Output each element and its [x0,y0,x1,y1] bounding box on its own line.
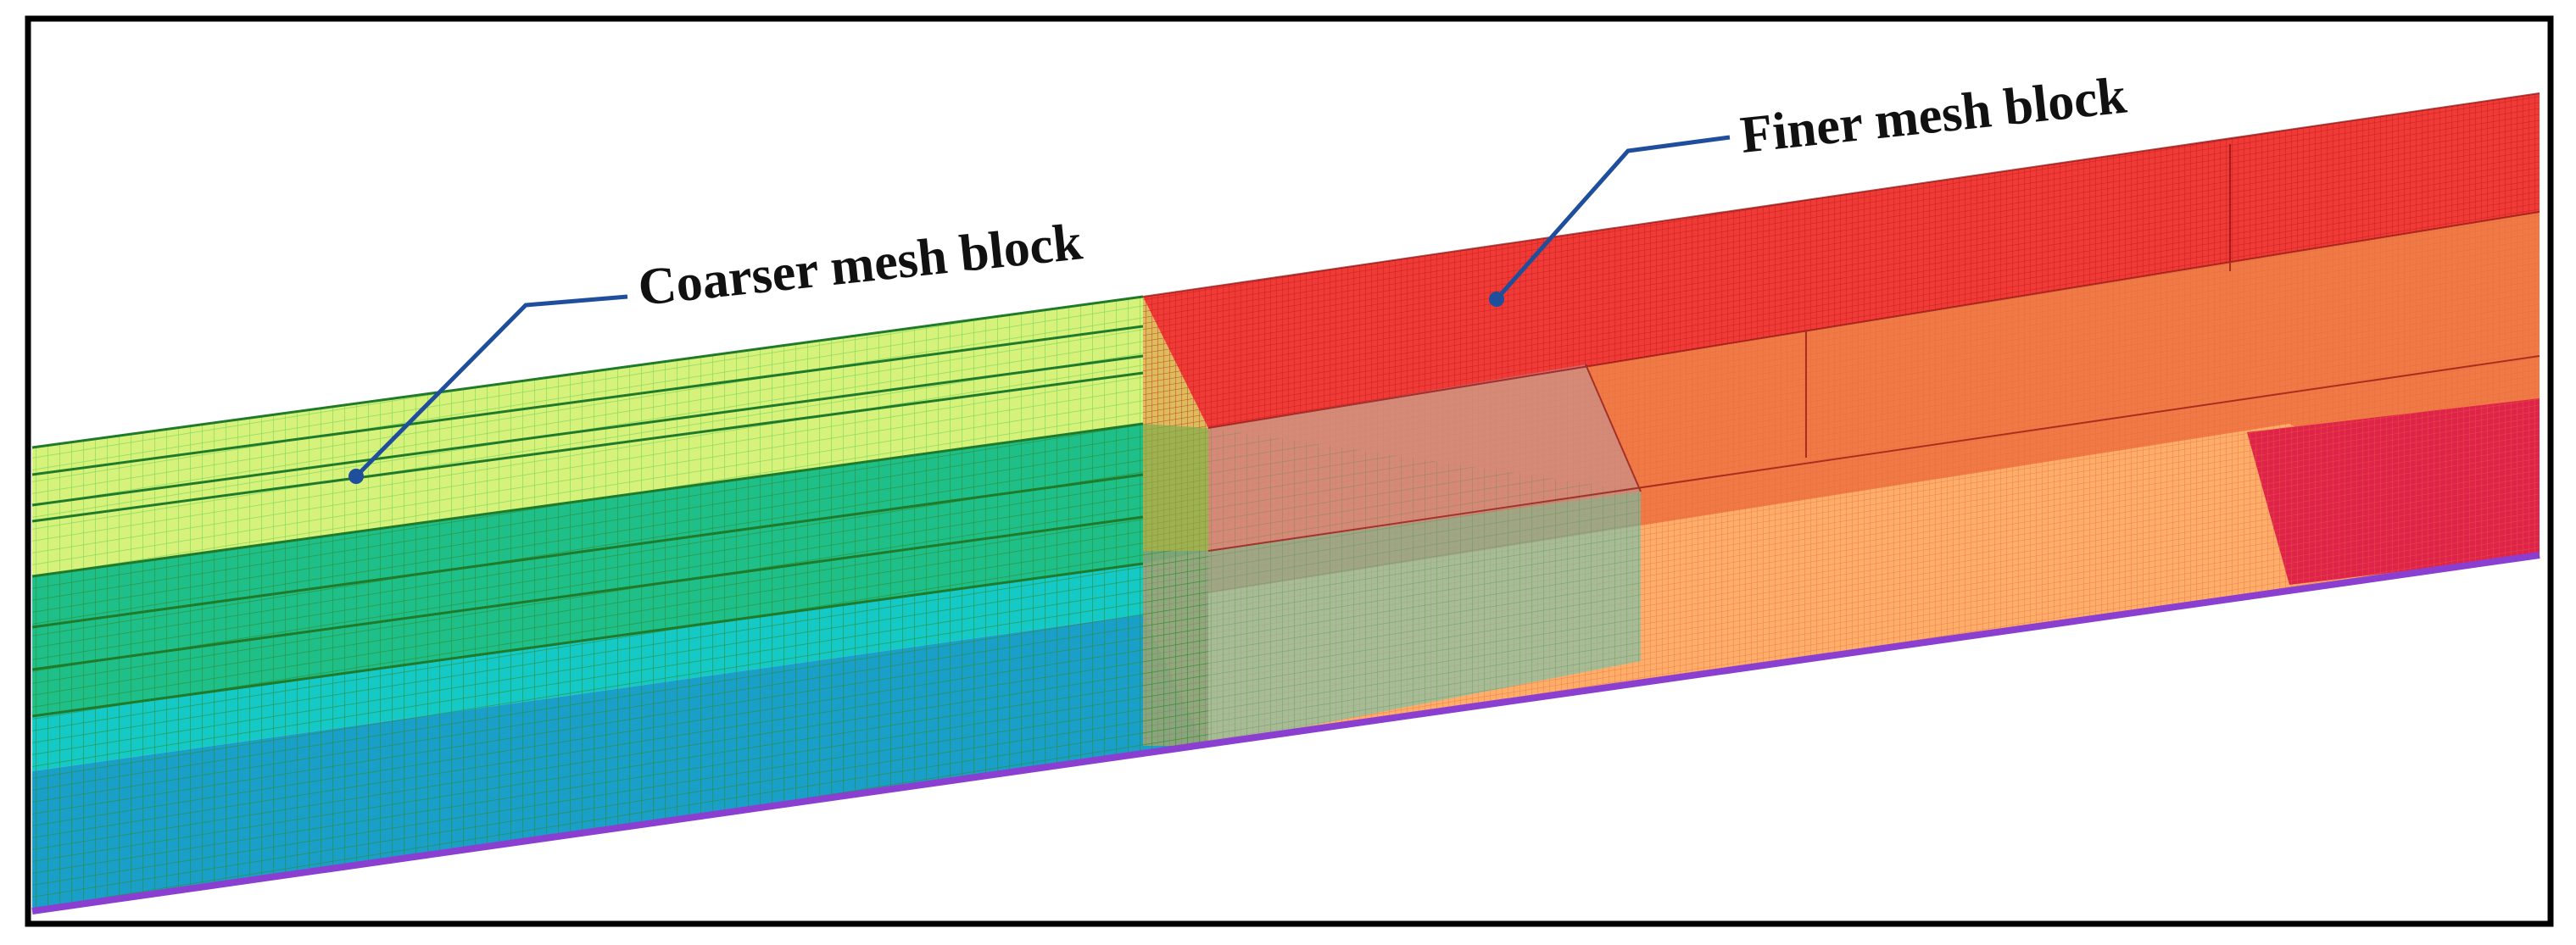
fine-top-face-grid [1143,93,2540,428]
fine-edge-lines [1142,92,2540,552]
transparent-face-grid [1208,428,1641,746]
figure-frame [25,15,2554,927]
coarse-edge-lines [31,295,1144,718]
transition-zone [1143,297,1208,746]
fine-leader-dot [1489,292,1504,307]
fine-leader-line [1495,135,1731,301]
coarse-leader-dot [348,469,364,484]
ground-edge-line [31,552,2540,914]
fine-mesh-block [1142,92,2540,746]
coarse-mesh-block [31,295,1204,911]
coarse-leader-line [354,294,628,478]
coarse-top-face-grid [32,297,1143,576]
coarse-side-grid [32,424,1204,911]
